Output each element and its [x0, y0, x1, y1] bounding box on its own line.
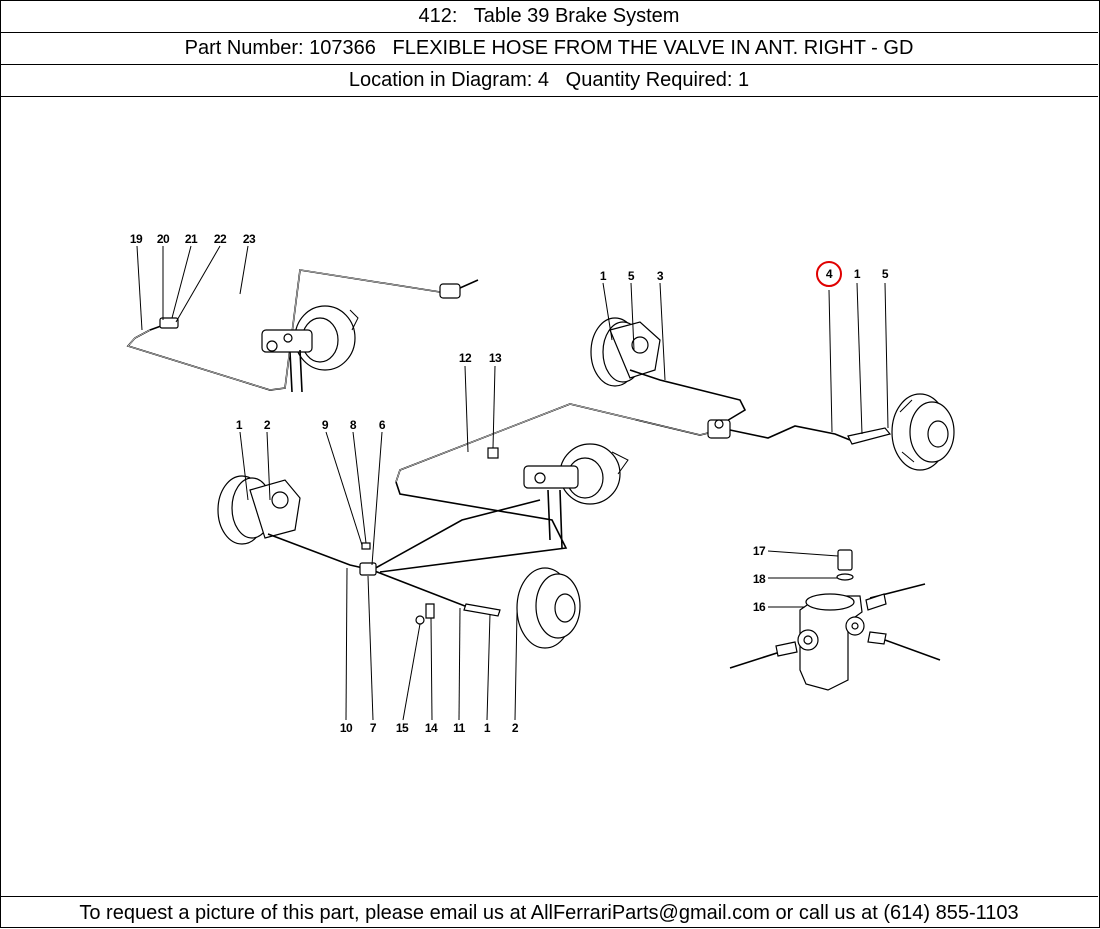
callout-19: 19 [130, 232, 143, 246]
rear-brake-line-assembly [126, 269, 479, 393]
callout-16: 16 [753, 600, 766, 614]
callout-6: 6 [379, 418, 386, 432]
callout-4-highlighted: 4 [826, 267, 833, 281]
callout-17: 17 [753, 544, 766, 558]
part-number-label: Part Number: [184, 37, 304, 59]
callout-9: 9 [322, 418, 329, 432]
callout-11: 11 [453, 721, 466, 735]
brake-system-diagram: 19 20 21 22 23 1 5 3 4 1 5 12 13 1 2 9 8… [126, 232, 955, 735]
callout-1-top: 1 [600, 269, 607, 283]
callout-5-top: 5 [628, 269, 635, 283]
table-id: 412: [418, 5, 458, 27]
part-description: FLEXIBLE HOSE FROM THE VALVE IN ANT. RIG… [392, 37, 914, 59]
callout-18: 18 [753, 572, 766, 586]
title-row: 412: Table 39 Brake System [0, 0, 1098, 33]
callout-7: 7 [370, 721, 377, 735]
quantity-value: 1 [738, 69, 750, 91]
front-right-assembly [395, 317, 955, 483]
valve-detail [729, 549, 941, 691]
location-row: Location in Diagram: 4 Quantity Required… [0, 65, 1098, 97]
part-row: Part Number: 107366 FLEXIBLE HOSE FROM T… [0, 33, 1098, 65]
callout-20: 20 [157, 232, 170, 246]
front-left-assembly [217, 443, 629, 649]
callout-5-right: 5 [882, 267, 889, 281]
part-number: 107366 [309, 37, 376, 59]
callout-10: 10 [340, 721, 353, 735]
callout-23: 23 [243, 232, 256, 246]
callout-21: 21 [185, 232, 198, 246]
callout-13: 13 [489, 351, 502, 365]
callout-2-bottom: 2 [512, 721, 519, 735]
callout-2-left: 2 [264, 418, 271, 432]
contact-footer: To request a picture of this part, pleas… [0, 896, 1098, 927]
callout-3: 3 [657, 269, 664, 283]
table-title: Table 39 Brake System [473, 5, 680, 27]
callout-1-bottom: 1 [484, 721, 491, 735]
leader-lines [136, 245, 889, 721]
callout-1-right: 1 [854, 267, 861, 281]
location-label: Location in Diagram: [348, 69, 533, 91]
callout-8: 8 [350, 418, 357, 432]
callout-labels: 19 20 21 22 23 1 5 3 4 1 5 12 13 1 2 9 8… [130, 232, 890, 735]
callout-12: 12 [459, 351, 472, 365]
callout-22: 22 [214, 232, 227, 246]
highlight-ring [816, 261, 842, 287]
callout-14: 14 [425, 721, 438, 735]
location-value: 4 [537, 69, 549, 91]
callout-15: 15 [396, 721, 409, 735]
callout-1-left: 1 [236, 418, 243, 432]
quantity-label: Quantity Required: [565, 69, 733, 91]
